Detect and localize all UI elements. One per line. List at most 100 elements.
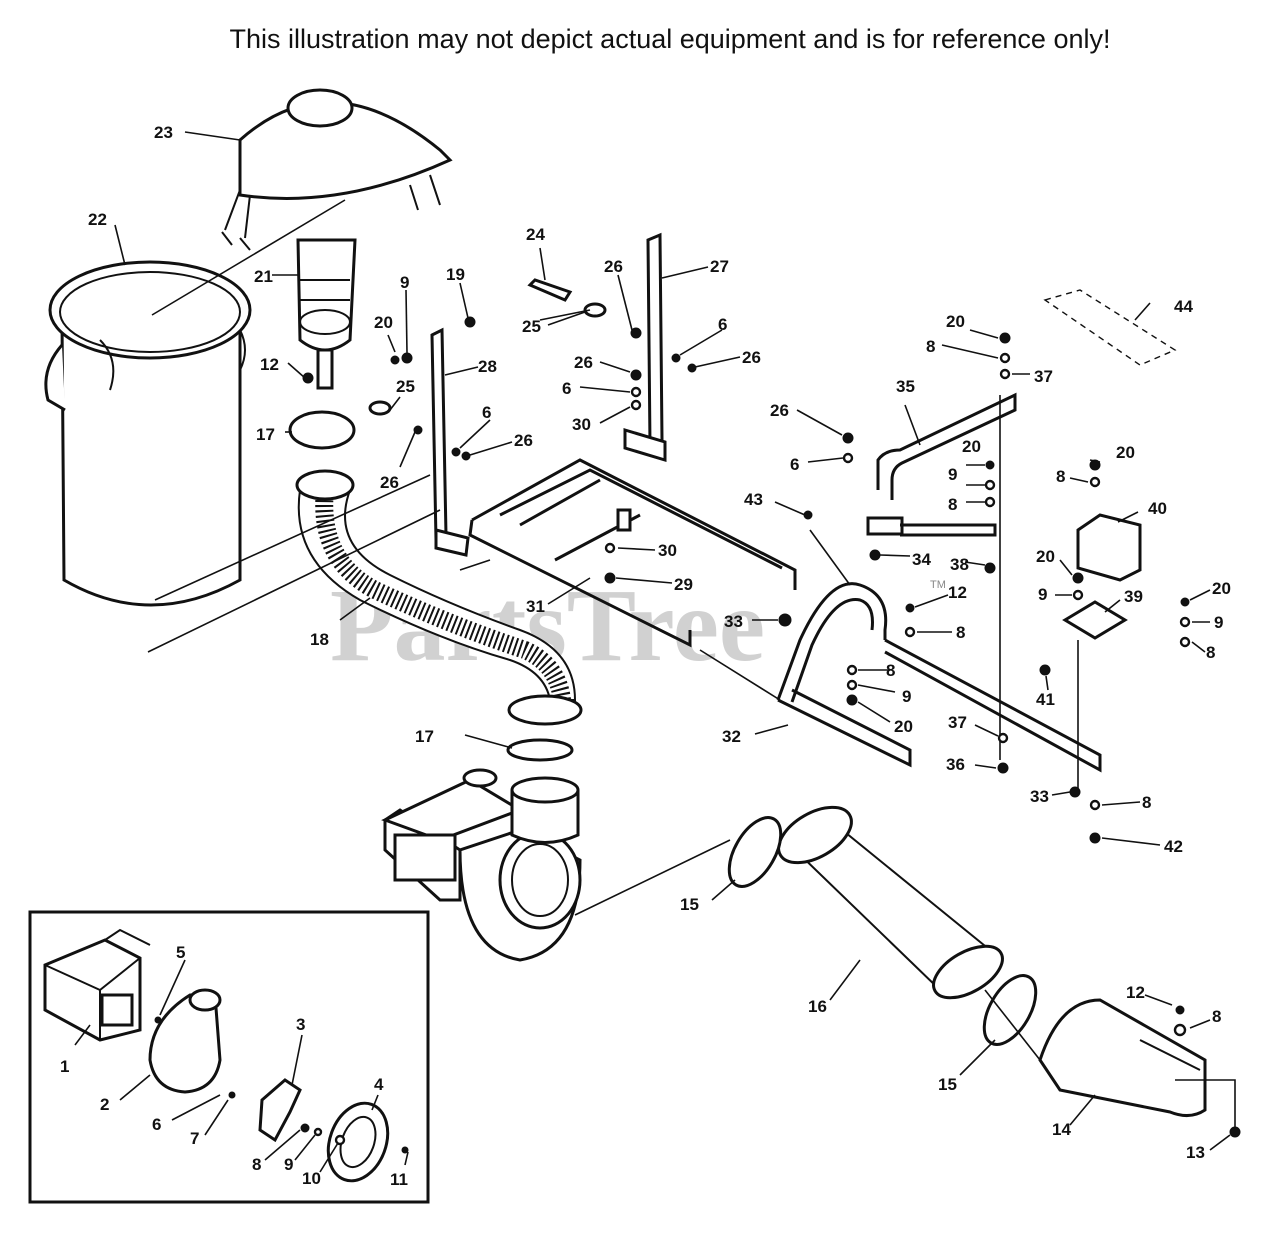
- callout-8-b: 8: [948, 495, 957, 514]
- watermark-tm: TM: [930, 579, 946, 591]
- callout-29: 29: [674, 575, 693, 594]
- callout-28: 28: [478, 357, 497, 376]
- callout-20-e: 20: [1116, 443, 1135, 462]
- hardware-fasteners: [154, 316, 1241, 1154]
- callout-8-e: 8: [1056, 467, 1065, 486]
- callout-8-a: 8: [926, 337, 935, 356]
- callout-12-a: 12: [260, 355, 279, 374]
- callout-8-d: 8: [886, 661, 895, 680]
- callout-1: 1: [60, 1057, 69, 1076]
- part-40-cover[interactable]: [1076, 513, 1142, 582]
- callout-17-lower: 17: [415, 727, 434, 746]
- part-18-flex-hose[interactable]: [295, 469, 583, 726]
- callout-31: 31: [526, 597, 545, 616]
- callout-39: 39: [1124, 587, 1143, 606]
- callout-9-a: 9: [400, 273, 409, 292]
- callout-34: 34: [912, 550, 931, 569]
- callout-33-a: 33: [724, 612, 743, 631]
- callout-43: 43: [744, 490, 763, 509]
- callout-15-a: 15: [680, 895, 699, 914]
- part-22-collection-can[interactable]: [44, 260, 252, 607]
- callout-26-d: 26: [742, 348, 761, 367]
- part-31-main-frame[interactable]: [468, 458, 797, 648]
- callout-19: 19: [446, 265, 465, 284]
- callout-6-a: 6: [482, 403, 491, 422]
- callout-9-e: 9: [1214, 613, 1223, 632]
- inset-engine[interactable]: [43, 928, 151, 1042]
- callout-17-upper: 17: [256, 425, 275, 444]
- callout-labels: 1 2 3 4 5 6 7 8 9 10 11 23 22 21 12 17 2…: [60, 123, 1231, 1189]
- callout-5: 5: [176, 943, 185, 962]
- callout-2: 2: [100, 1095, 109, 1114]
- callout-9-b: 9: [948, 465, 957, 484]
- part-23-lid[interactable]: [221, 88, 453, 251]
- part-16-discharge-tube[interactable]: [769, 796, 1011, 1008]
- part-14-deflector-chute[interactable]: [1038, 998, 1207, 1117]
- callout-13: 13: [1186, 1143, 1205, 1162]
- part-25-eyebolt-lower[interactable]: [368, 400, 392, 416]
- side-rail[interactable]: [884, 638, 1102, 773]
- callout-8-f: 8: [1206, 643, 1215, 662]
- callout-16: 16: [808, 997, 827, 1016]
- part-44-decal[interactable]: [1043, 289, 1177, 366]
- callout-23: 23: [154, 123, 173, 142]
- callout-6-inset: 6: [152, 1115, 161, 1134]
- callout-4: 4: [374, 1075, 384, 1094]
- callout-26-b: 26: [514, 431, 533, 450]
- callout-38: 38: [950, 555, 969, 574]
- callout-36: 36: [946, 755, 965, 774]
- callout-9-inset: 9: [284, 1155, 293, 1174]
- leader-lines: [74, 131, 1231, 1173]
- callout-27: 27: [710, 257, 729, 276]
- callout-12-b: 12: [948, 583, 967, 602]
- part-17-hose-clamp-upper[interactable]: [288, 410, 356, 450]
- callout-15-b: 15: [938, 1075, 957, 1094]
- part-27-upright[interactable]: [623, 232, 667, 463]
- callout-37-a: 37: [1034, 367, 1053, 386]
- callout-32: 32: [722, 727, 741, 746]
- callout-24: 24: [526, 225, 545, 244]
- callout-9-d: 9: [1038, 585, 1047, 604]
- callout-6-c: 6: [562, 379, 571, 398]
- callout-20-f: 20: [1036, 547, 1055, 566]
- callout-8-g: 8: [1142, 793, 1151, 812]
- callout-21: 21: [254, 267, 273, 286]
- callout-26-e: 26: [574, 353, 593, 372]
- part-39-plate[interactable]: [1062, 600, 1128, 640]
- callout-7: 7: [190, 1129, 199, 1148]
- callout-20-g: 20: [1212, 579, 1231, 598]
- part-28-upright[interactable]: [430, 327, 470, 557]
- blower-housing-assembly[interactable]: [381, 768, 582, 962]
- callout-11: 11: [390, 1170, 408, 1189]
- callout-42: 42: [1164, 837, 1183, 856]
- part-35-handle[interactable]: [866, 392, 1017, 537]
- part-32-rear-frame[interactable]: [776, 582, 912, 768]
- part-25-eyebolt-upper[interactable]: [583, 302, 607, 318]
- part-17-hose-clamp-lower[interactable]: [506, 738, 574, 762]
- callout-18: 18: [310, 630, 329, 649]
- callout-25-a: 25: [396, 377, 415, 396]
- assembly-lines: [147, 199, 1236, 1130]
- callout-6-d: 6: [790, 455, 799, 474]
- part-21-chute-adapter[interactable]: [296, 238, 357, 390]
- callout-26-f: 26: [770, 401, 789, 420]
- inset-part-3-impeller[interactable]: [258, 1078, 302, 1143]
- callout-20-b: 20: [946, 312, 965, 331]
- callout-8-h: 8: [1212, 1007, 1221, 1026]
- callout-25-b: 25: [522, 317, 541, 336]
- callout-20-d: 20: [894, 717, 913, 736]
- callout-30-b: 30: [658, 541, 677, 560]
- callout-14: 14: [1052, 1120, 1071, 1139]
- callout-10: 10: [302, 1169, 321, 1188]
- inset-fan-housing[interactable]: [148, 988, 222, 1094]
- part-24-latch[interactable]: [527, 278, 573, 302]
- part-15-clamp-upper[interactable]: [719, 809, 792, 895]
- callout-35: 35: [896, 377, 915, 396]
- callout-12-c: 12: [1126, 983, 1145, 1002]
- callout-40: 40: [1148, 499, 1167, 518]
- disclaimer-text: This illustration may not depict actual …: [229, 24, 1111, 54]
- callout-30-a: 30: [572, 415, 591, 434]
- callout-41: 41: [1036, 690, 1055, 709]
